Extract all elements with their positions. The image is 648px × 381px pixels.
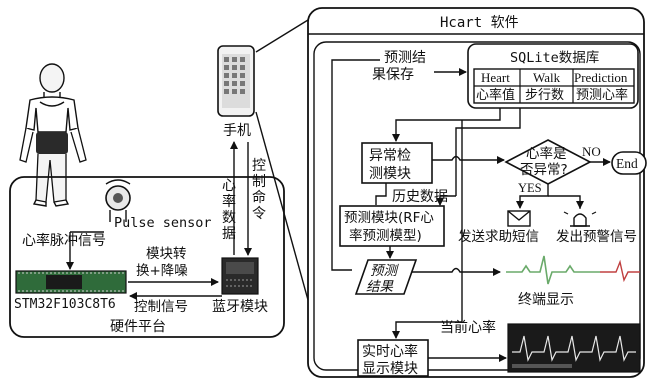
realtime-label-1: 实时心率: [362, 343, 418, 360]
anomaly-module-box: [361, 142, 433, 184]
arrow-result-to-terminal: [412, 267, 501, 276]
arrow-anomaly-to-decision: [432, 155, 505, 164]
heart-data-char-1: 心: [222, 178, 236, 194]
predict-module-box: [339, 205, 445, 247]
software-title: Hcart 软件: [440, 15, 519, 31]
platform-label: 硬件平台: [110, 319, 166, 335]
zoom-line-top: [255, 19, 309, 53]
control-cmd-char-2: 制: [252, 174, 266, 190]
convert-label-2: 换+降噪: [136, 263, 188, 279]
db-header-heart: Heart: [481, 70, 510, 85]
history-label: 历史数据: [392, 189, 448, 205]
ecg-wave-icon: [506, 255, 640, 285]
control-cmd-char-3: 命: [252, 189, 266, 206]
db-cell-walk: 步行数: [525, 88, 564, 103]
result-label-2: 结果: [366, 279, 394, 295]
arrow-yes-to-sms: [516, 184, 549, 209]
end-label: End: [616, 156, 638, 171]
sms-label: 发送求助短信: [458, 229, 539, 245]
control-signal-label: 控制信号: [134, 299, 188, 315]
hardware-platform-box: [9, 176, 285, 338]
zoom-line-bottom: [255, 111, 309, 301]
terminal-label: 终端显示: [518, 292, 574, 308]
yes-label: YES: [518, 181, 542, 195]
anomaly-to-predict-line: [375, 183, 387, 205]
alarm-label: 发出预警信号: [556, 229, 637, 245]
sensor-label: Pulse sensor: [114, 215, 212, 231]
software-panel: [307, 7, 645, 378]
pulse-signal-label: 心率脉冲信号: [22, 232, 106, 249]
heart-data-char-3: 数: [222, 210, 236, 226]
bluetooth-module-icon: [221, 257, 259, 295]
result-label-1: 预测: [370, 263, 399, 279]
decision-label-2: 否异常?: [520, 162, 568, 178]
arrow-current-hr-to-realtime: [392, 321, 462, 339]
heart-data-char-2: 率: [222, 193, 236, 210]
db-cell-heart: 心率值: [476, 87, 515, 103]
control-cmd-char-1: 控: [252, 158, 266, 174]
control-cmd-char-4: 令: [252, 206, 266, 222]
sensor-icon: [105, 179, 131, 222]
heart-data-char-4: 据: [222, 226, 236, 242]
phone-label: 手机: [223, 123, 251, 139]
save-label-1: 预测结: [384, 50, 426, 66]
db-cell-prediction: 预测心率: [576, 87, 628, 103]
realtime-label-2: 显示模块: [362, 361, 418, 377]
save-label-2: 果保存: [372, 67, 414, 83]
arrow-yes-to-alarm: [548, 195, 584, 209]
monitor-screen-icon: [507, 323, 641, 373]
db-header-prediction: Prediction: [574, 70, 628, 85]
current-hr-label: 当前心率: [440, 319, 496, 336]
anomaly-label-1: 异常检: [369, 148, 411, 164]
software-inner-box: [313, 41, 641, 371]
decision-label-1: 心率是: [526, 145, 567, 162]
alarm-light-icon: [563, 205, 597, 227]
mcu-label: STM32F103C8T6: [14, 297, 116, 312]
db-history-line: [455, 108, 521, 196]
anomaly-label-2: 测模块: [369, 166, 411, 182]
arrow-history-to-predict: [436, 195, 456, 206]
envelope-icon: [507, 210, 531, 227]
loop-result-to-save: [331, 59, 380, 271]
mcu-board-icon: [15, 270, 127, 294]
smartphone-icon: [217, 45, 255, 117]
predict-label-2: 率预测模型): [349, 227, 422, 244]
person-figure-icon: [19, 63, 87, 207]
bt-label: 蓝牙模块: [212, 299, 268, 315]
db-title: SQLite数据库: [510, 50, 599, 66]
predict-label-1: 预测模块(RF心: [344, 210, 434, 226]
db-header-walk: Walk: [533, 70, 561, 85]
no-label: NO: [582, 144, 601, 159]
arrow-db-to-anomaly: [392, 108, 501, 142]
end-terminal: [611, 151, 647, 175]
result-parallelogram: [354, 259, 418, 295]
convert-label-1: 模块转: [146, 246, 187, 262]
